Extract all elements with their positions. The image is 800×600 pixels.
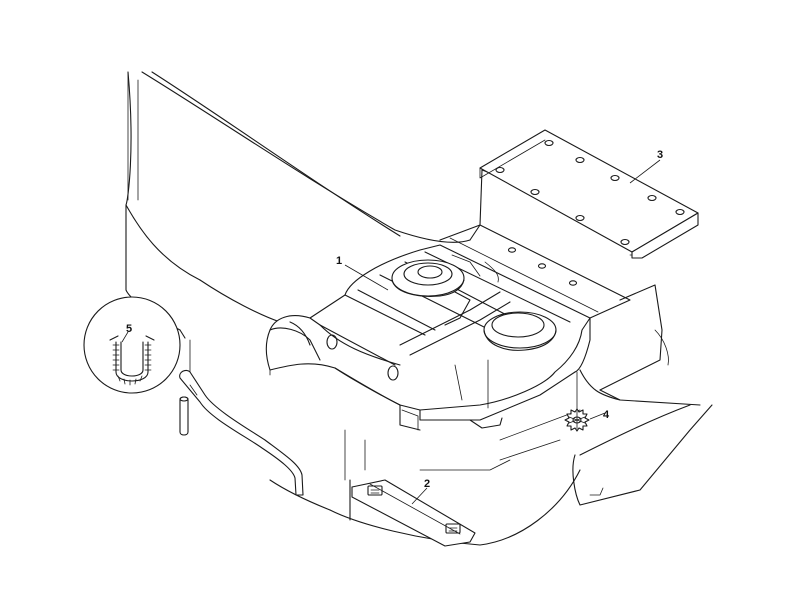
edge-clip-icon xyxy=(109,335,155,386)
plate-holes xyxy=(495,139,685,246)
hose xyxy=(179,369,304,496)
callout-5: 5 xyxy=(126,323,132,335)
callout-3: 3 xyxy=(657,149,663,161)
callout-1: 1 xyxy=(336,255,342,267)
callout-2: 2 xyxy=(424,478,430,490)
top-plate: 3 xyxy=(479,129,699,259)
callout-4: 4 xyxy=(603,409,610,421)
bottom-bracket: 2 xyxy=(351,478,476,547)
mounting-block xyxy=(439,224,631,373)
star-washer: 4 xyxy=(564,371,610,432)
edge-clip-detail: 5 xyxy=(83,296,181,394)
star-washer-icon xyxy=(564,408,590,432)
body-panel: 1 xyxy=(265,244,591,431)
